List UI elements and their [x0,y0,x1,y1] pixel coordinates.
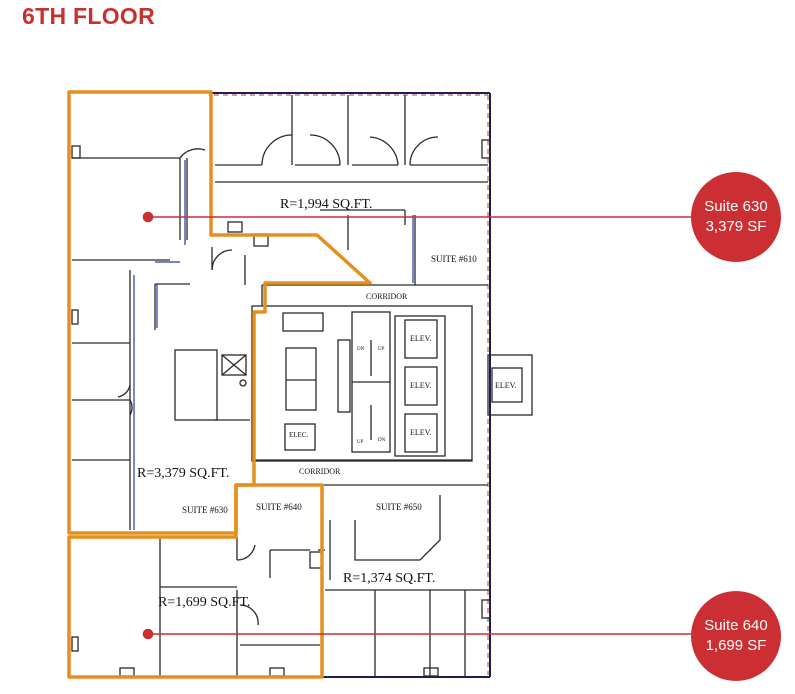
suite-640-name: Suite 640 [704,617,768,634]
area-label-1374: R=1,374 SQ.FT. [343,571,435,586]
corridor-label-south: CORRIDOR [299,467,341,476]
suite-label-650: SUITE #650 [376,502,422,512]
stair-label-dn-2: DN [378,438,386,443]
suite-640-callout: Suite 640 1,699 SF [691,591,781,681]
electrical-label: ELEC. [289,431,308,439]
suite-630-area: 3,379 SF [705,218,767,235]
suite-630-callout: Suite 630 3,379 SF [691,172,781,262]
suite-label-640: SUITE #640 [256,502,302,512]
page-title: 6TH FLOOR [22,3,156,29]
area-label-1994: R=1,994 SQ.FT. [280,197,372,212]
callout-dot-640 [142,628,154,640]
area-label-1699: R=1,699 SQ.FT. [158,595,250,610]
elevator-label-2: ELEV. [410,381,431,390]
corridor-label-north: CORRIDOR [366,292,408,301]
stair-label-dn-1: DN [357,347,365,352]
elevator-label-1: ELEV. [410,334,431,343]
suite-640-area: 1,699 SF [705,637,767,654]
area-label-3379: R=3,379 SQ.FT. [137,466,229,481]
building-outline [212,92,491,678]
stair-label-up-1: UP [378,347,385,352]
elevator-label-east: ELEV. [495,381,516,390]
callout-dot-630 [142,211,154,223]
callout-lines [142,211,692,640]
elevator-label-3: ELEV. [410,428,431,437]
stair-label-up-2: UP [357,440,364,445]
suite-label-630: SUITE #630 [182,505,228,515]
suite-outlines [67,90,372,679]
interior-walls [71,95,533,677]
suite-label-610: SUITE #610 [431,254,477,264]
glass-partitions [133,160,414,530]
suite-630-name: Suite 630 [704,198,768,215]
plan-labels: R=1,994 SQ.FT. R=3,379 SQ.FT. R=1,699 SQ… [137,197,516,610]
